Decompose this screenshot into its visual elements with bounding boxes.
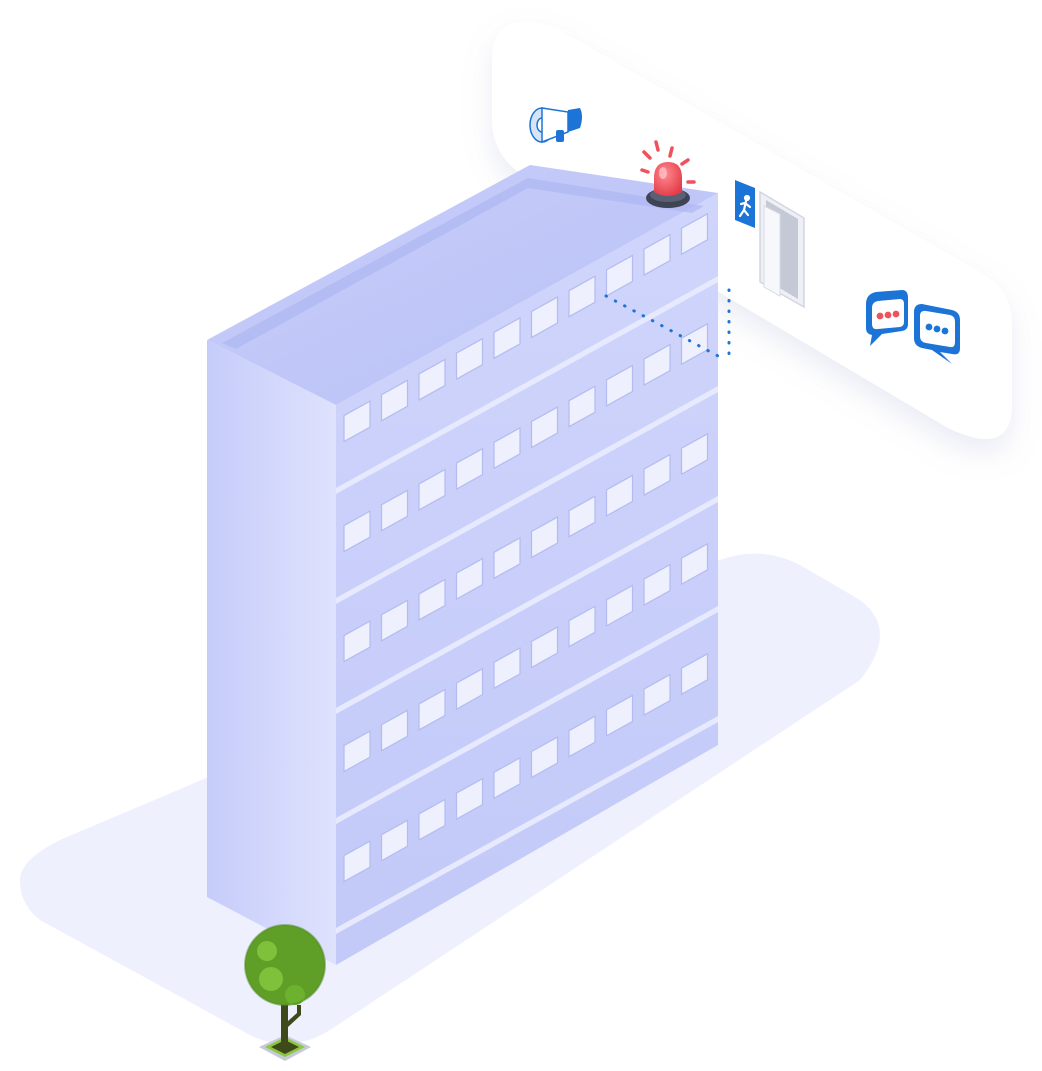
building-window [643, 563, 671, 607]
building-window [530, 736, 559, 779]
building-window [568, 275, 596, 318]
floor-ledge [336, 716, 718, 934]
building-left-face [207, 340, 336, 965]
building-window [343, 840, 371, 883]
megaphone-icon [529, 107, 582, 144]
building-window [343, 620, 371, 663]
emergency-exit-sign-icon [735, 180, 755, 228]
building-window [343, 730, 371, 773]
building-window [418, 358, 446, 401]
building-window [343, 510, 371, 553]
building-window [493, 426, 521, 470]
building-window [530, 626, 559, 669]
building-window [493, 756, 521, 800]
building-window [530, 516, 559, 559]
building-window [605, 474, 634, 517]
building-window [455, 777, 484, 821]
building-window [530, 296, 559, 339]
building-window [493, 316, 521, 360]
building-window [605, 364, 634, 407]
floor-ledge [336, 386, 718, 604]
building-window [380, 599, 409, 642]
building-window [680, 212, 709, 256]
building-window [530, 406, 559, 449]
building-window [680, 542, 709, 586]
building-window [643, 233, 671, 277]
door-icon [759, 190, 805, 309]
building-window [605, 694, 634, 737]
building-window [493, 646, 521, 690]
building-window [380, 489, 409, 532]
building-window [380, 819, 409, 862]
building-window [568, 715, 596, 758]
building-window [568, 495, 596, 538]
building-window [418, 578, 446, 621]
building-window [455, 447, 484, 491]
building-window [418, 798, 446, 841]
floor-ledge [336, 606, 718, 824]
building-window [605, 254, 634, 297]
building-floors [336, 212, 718, 934]
building-window [680, 432, 709, 476]
building-window [455, 557, 484, 601]
chat-bubble-icon [914, 304, 960, 364]
notification-panel [492, 21, 1012, 440]
building-window [343, 400, 371, 443]
building-window [380, 709, 409, 752]
building-window [643, 453, 671, 497]
building-window [643, 343, 671, 387]
building-window [418, 468, 446, 511]
chat-bubble-icon [866, 290, 908, 346]
tree-icon [244, 924, 326, 1061]
alarm-light-icon [640, 140, 696, 208]
building-window [493, 536, 521, 580]
building-window [455, 667, 484, 711]
building [207, 165, 718, 965]
building-window [605, 584, 634, 627]
connection-lines [604, 288, 731, 364]
building-window [380, 379, 409, 422]
building-roof [207, 165, 718, 405]
building-window [455, 337, 484, 381]
building-window [418, 688, 446, 731]
building-window [568, 385, 596, 428]
building-window [568, 605, 596, 648]
building-window [680, 652, 709, 696]
floor-ledge [336, 496, 718, 714]
building-window [643, 673, 671, 717]
floor-ledge [336, 276, 718, 494]
